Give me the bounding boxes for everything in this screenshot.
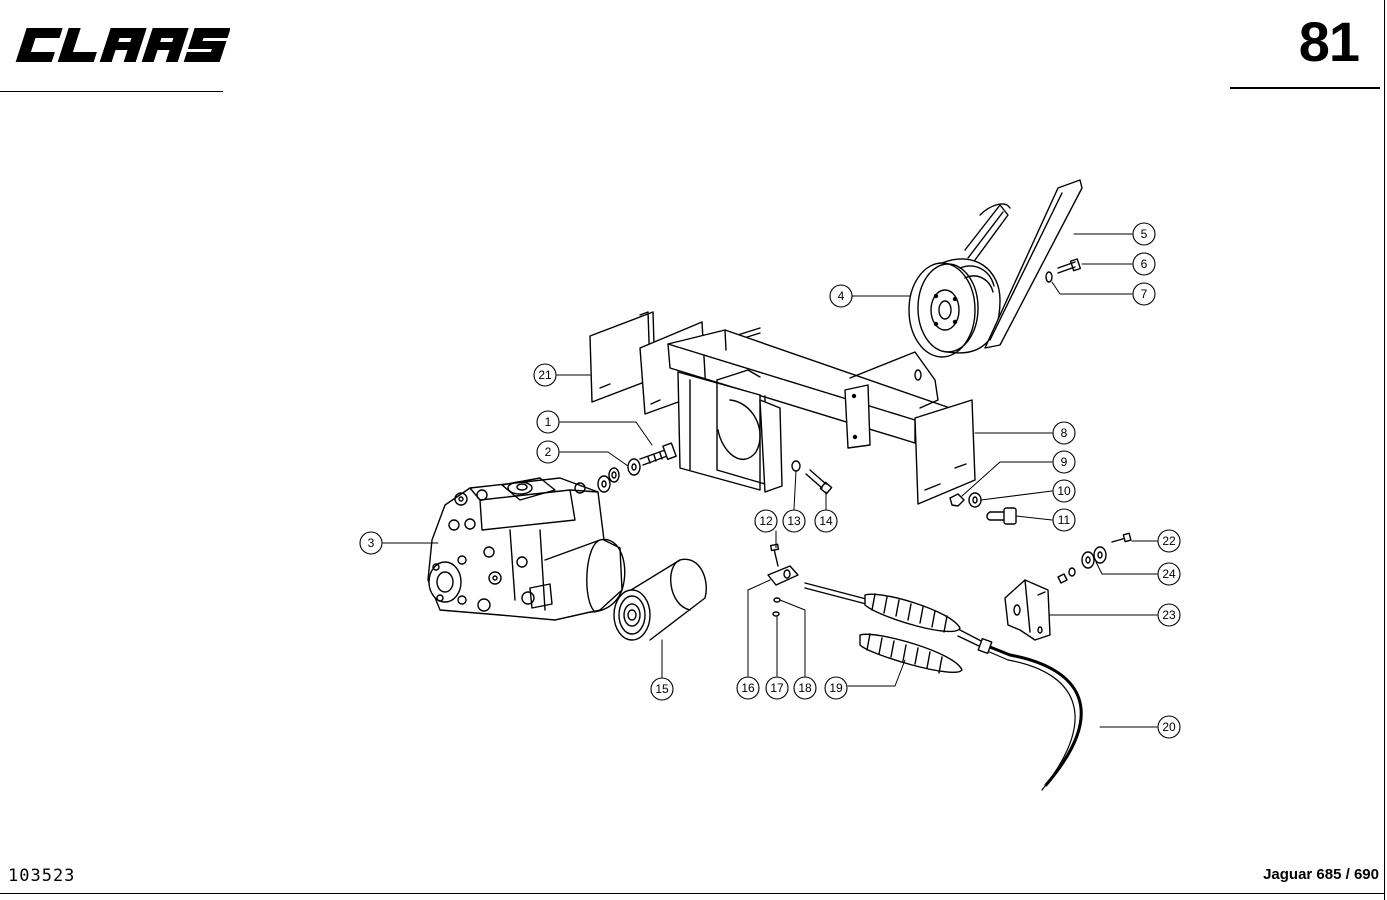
svg-text:18: 18 <box>798 681 812 695</box>
screw-12-part <box>769 543 780 567</box>
frame-bottom-border <box>0 893 1384 894</box>
callout-12: 12 <box>754 509 778 533</box>
callout-14: 14 <box>814 509 838 533</box>
frame-right-border <box>1384 0 1387 900</box>
callout-17: 17 <box>765 676 789 700</box>
pulley-part <box>908 258 1001 358</box>
callout-22: 22 <box>1157 529 1181 553</box>
callout-3: 3 <box>359 531 383 555</box>
clamp-16-part <box>767 565 799 586</box>
bolt-1-part <box>639 442 677 466</box>
callout-7: 7 <box>1132 282 1156 306</box>
page-number: 81 <box>1298 10 1360 73</box>
svg-text:19: 19 <box>829 681 843 695</box>
claas-logo <box>15 28 230 62</box>
bracket-23-part <box>1004 579 1051 641</box>
callout-23: 23 <box>1157 603 1181 627</box>
screw-22-part <box>1111 532 1132 543</box>
callout-20: 20 <box>1157 715 1181 739</box>
document-id: 103523 <box>8 866 76 886</box>
leader-lines <box>382 233 1158 728</box>
cable-20-part <box>977 637 1083 791</box>
callout-4: 4 <box>829 284 853 308</box>
svg-text:3: 3 <box>368 536 375 550</box>
washer-7-part <box>1045 271 1053 283</box>
pin-18-part <box>773 597 781 603</box>
svg-text:8: 8 <box>1061 426 1068 440</box>
callout-11: 11 <box>1052 508 1076 532</box>
svg-text:13: 13 <box>787 514 801 528</box>
callout-16: 16 <box>736 676 760 700</box>
washers-2-part <box>597 458 641 493</box>
callout-5: 5 <box>1132 222 1156 246</box>
washers-24-part <box>1057 546 1107 584</box>
callout-24: 24 <box>1157 562 1181 586</box>
svg-text:17: 17 <box>770 681 784 695</box>
header-rule-left <box>0 91 223 92</box>
callout-8: 8 <box>1052 421 1076 445</box>
svg-text:15: 15 <box>655 682 669 696</box>
callout-19: 19 <box>824 676 848 700</box>
nut-9-part <box>949 493 965 507</box>
svg-text:4: 4 <box>838 289 845 303</box>
svg-text:5: 5 <box>1141 227 1148 241</box>
callout-2: 2 <box>536 440 560 464</box>
svg-text:7: 7 <box>1141 287 1148 301</box>
hydraulic-pump-3-part <box>427 477 626 621</box>
model-designation: Jaguar 685 / 690 <box>1263 866 1379 883</box>
washer-13-part <box>791 460 801 472</box>
bellows-19-part <box>804 582 986 674</box>
header-rule-right <box>1230 87 1380 89</box>
callout-9: 9 <box>1052 450 1076 474</box>
svg-text:6: 6 <box>1141 257 1148 271</box>
svg-text:16: 16 <box>741 681 755 695</box>
bolt-14-part <box>805 469 833 495</box>
svg-text:20: 20 <box>1162 720 1176 734</box>
bolt-11-part <box>986 507 1017 525</box>
pin-17-part <box>772 611 780 617</box>
support-frame-8-part <box>667 327 976 505</box>
callout-10: 10 <box>1052 479 1076 503</box>
callout-21: 21 <box>533 363 557 387</box>
oil-filter-15-part <box>613 558 707 641</box>
callout-15: 15 <box>650 677 674 701</box>
callout-1: 1 <box>536 410 560 434</box>
svg-text:21: 21 <box>538 368 552 382</box>
svg-text:11: 11 <box>1058 513 1071 527</box>
svg-text:22: 22 <box>1162 534 1176 548</box>
callout-6: 6 <box>1132 252 1156 276</box>
callout-13: 13 <box>782 509 806 533</box>
svg-text:14: 14 <box>819 514 833 528</box>
svg-text:10: 10 <box>1057 484 1071 498</box>
bolt-6-part <box>1057 258 1082 274</box>
svg-text:1: 1 <box>545 415 552 429</box>
belt-guard-part <box>964 179 1083 349</box>
svg-text:24: 24 <box>1162 567 1176 581</box>
svg-text:9: 9 <box>1061 455 1068 469</box>
callout-18: 18 <box>793 676 817 700</box>
washer-10-part <box>968 492 982 508</box>
svg-text:12: 12 <box>759 514 773 528</box>
svg-text:2: 2 <box>545 445 552 459</box>
svg-text:23: 23 <box>1162 608 1176 622</box>
